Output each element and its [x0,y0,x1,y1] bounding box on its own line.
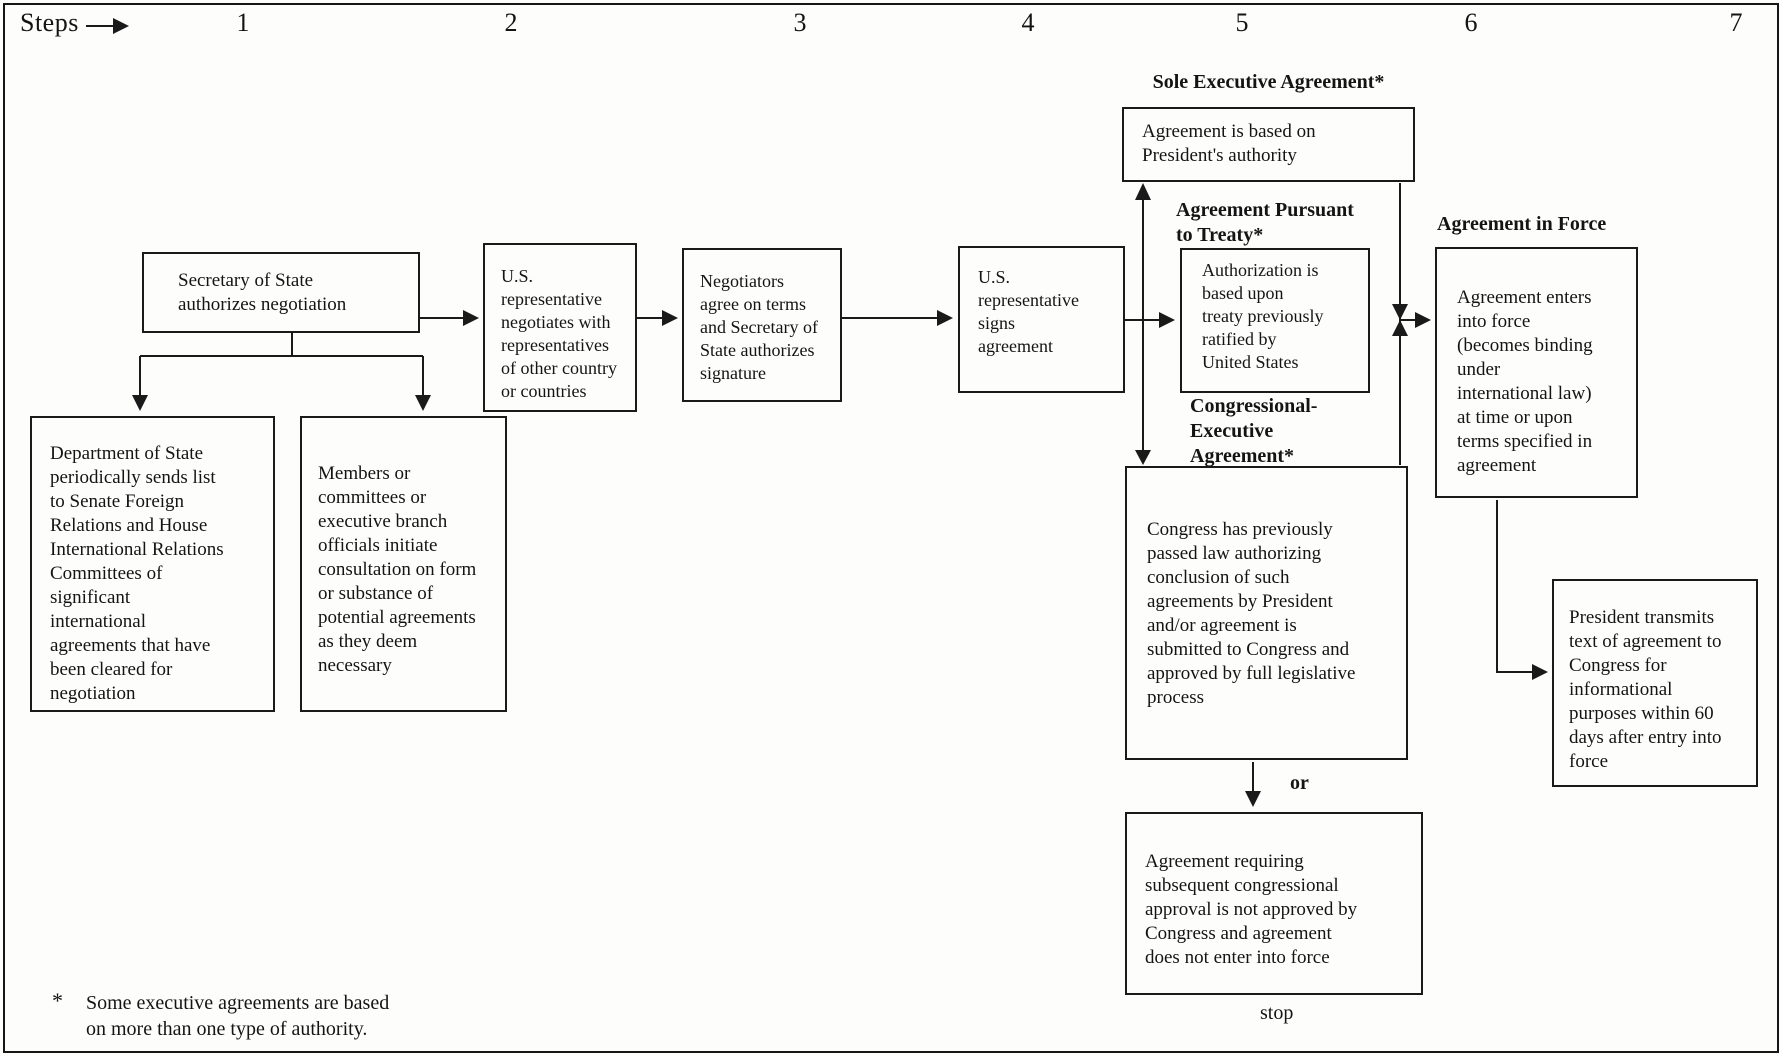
box-treaty-authorization: Authorization is based upon treaty previ… [1180,248,1370,393]
step-number-6: 6 [1464,8,1478,37]
footnote-symbol: * [52,988,63,1013]
step-number-4: 4 [1021,8,1035,37]
box-members-committees-consultation: Members or committees or executive branc… [300,416,507,712]
or-label: or [1290,772,1309,794]
box-president-transmits: President transmits text of agreement to… [1552,579,1758,787]
arrow-force-to-transmit [1496,500,1548,680]
box-agreement-enters-force: Agreement enters into force (becomes bin… [1435,247,1638,498]
step-number-5: 5 [1235,8,1249,37]
box-secretary-of-state: Secretary of State authorizes negotiatio… [142,252,420,333]
step-number-2: 2 [504,8,518,37]
stop-label: stop [1260,1002,1294,1024]
step-number-1: 1 [236,8,250,37]
heading-sole-executive-agreement: Sole Executive Agreement* [1152,71,1385,93]
heading-agreement-in-force: Agreement in Force [1437,213,1607,235]
box-presidents-authority: Agreement is based on President's author… [1122,107,1415,182]
steps-label: Steps [20,8,79,37]
box-us-representative-signs: U.S. representative signs agreement [958,246,1125,393]
box-us-representative-negotiates: U.S. representative negotiates with repr… [483,243,637,412]
double-arrow-vertical [1135,183,1151,465]
box-negotiators-agree: Negotiators agree on terms and Secretary… [682,248,842,402]
box-agreement-not-approved: Agreement requiring subsequent congressi… [1125,812,1423,995]
heading-agreement-pursuant-to-treaty: Agreement Pursuant to Treaty* [1176,199,1354,246]
convergence-line [1392,183,1408,465]
step-number-7: 7 [1729,8,1743,37]
box-department-of-state-list: Department of State periodically sends l… [30,416,275,712]
box-congress-authorizing-law: Congress has previously passed law autho… [1125,466,1408,760]
step-number-3: 3 [793,8,807,37]
footnote-text: Some executive agreements are based on m… [86,992,390,1040]
heading-congressional-executive-agreement: Congressional- Executive Agreement* [1190,395,1318,467]
